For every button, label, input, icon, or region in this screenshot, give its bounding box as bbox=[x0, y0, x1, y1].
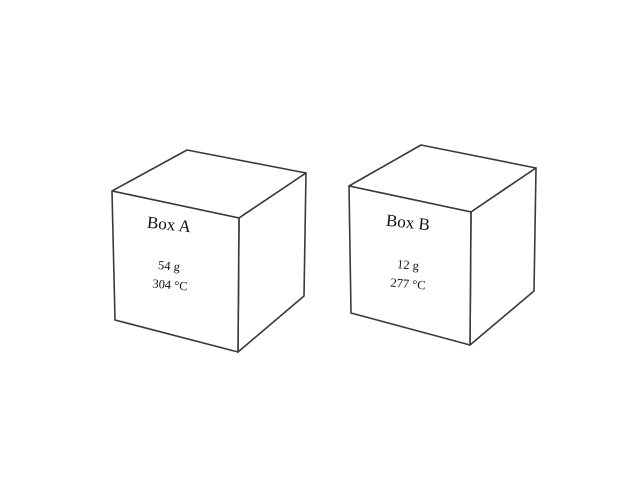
box-a-temperature: 304 °C bbox=[152, 276, 188, 293]
box-b: Box B 12 g 277 °C bbox=[348, 144, 537, 346]
box-b-mass: 12 g bbox=[396, 257, 420, 273]
box-a-front-face bbox=[111, 190, 240, 353]
box-a-label: Box A bbox=[146, 213, 192, 237]
box-b-label: Box B bbox=[385, 211, 431, 234]
box-a: Box A 54 g 304 °C bbox=[111, 149, 307, 353]
box-a-mass: 54 g bbox=[157, 258, 181, 274]
box-b-front-face bbox=[348, 185, 472, 346]
box-b-temperature: 277 °C bbox=[390, 275, 426, 292]
